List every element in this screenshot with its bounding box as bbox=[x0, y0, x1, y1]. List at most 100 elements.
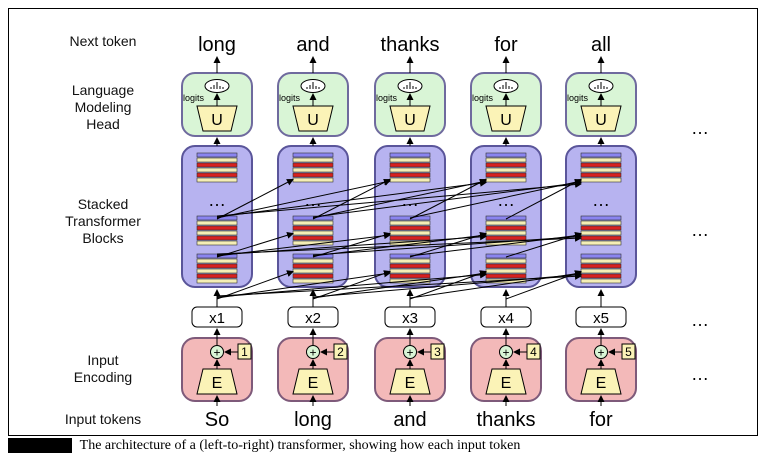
layer-bar-mid-2-4 bbox=[292, 235, 334, 241]
logits-label: logits bbox=[472, 93, 494, 103]
layer-bar-mid-5-5 bbox=[580, 240, 622, 246]
figure-frame bbox=[8, 8, 758, 436]
layer-bar-mid-5-0 bbox=[580, 215, 622, 221]
attention-arrow-l2-2-to-3 bbox=[312, 231, 391, 258]
layer-bar-bottom-3-1 bbox=[389, 258, 431, 264]
layer-bar-mid-4-2 bbox=[485, 225, 527, 231]
layer-bar-mid-2-5 bbox=[292, 240, 334, 246]
attention-arrow-l3-2-to-3 bbox=[312, 179, 391, 220]
input-token-4: thanks bbox=[477, 409, 536, 431]
layer-bar-top-3-0 bbox=[389, 152, 431, 158]
layer-bar-top-1-4 bbox=[196, 172, 238, 178]
attention-arrow-l1-2-to-3 bbox=[312, 270, 391, 300]
unembedding-trapezoid-3 bbox=[389, 105, 431, 132]
layer-bar-bottom-1-4 bbox=[196, 273, 238, 279]
layer-bar-bottom-4-4 bbox=[485, 273, 527, 279]
attention-arrow-l2-3-to-4 bbox=[409, 231, 487, 258]
unembedding-label: U bbox=[307, 112, 319, 129]
attention-arrow-l3-3-to-5 bbox=[409, 178, 582, 219]
layer-bar-top-2-1 bbox=[292, 157, 334, 163]
layer-bar-mid-5-4 bbox=[580, 235, 622, 241]
embedding-label: E bbox=[501, 375, 512, 392]
layer-bar-top-5-0 bbox=[580, 152, 622, 158]
position-label-2: 2 bbox=[337, 345, 344, 359]
layer-bar-bottom-1-5 bbox=[196, 278, 238, 284]
block-ellipsis: … bbox=[592, 190, 610, 210]
embedding-trapezoid-3 bbox=[389, 368, 431, 395]
layer-bar-top-2-0 bbox=[292, 152, 334, 158]
attention-arrow-l1-3-to-5 bbox=[409, 270, 582, 299]
continuation-ellipsis-3: … bbox=[691, 310, 709, 330]
embedding-label-x2: x2 bbox=[305, 310, 321, 327]
caption-figure-number: Figure 9.1 bbox=[8, 438, 73, 453]
layer-bar-top-4-0 bbox=[485, 152, 527, 158]
unembedding-trapezoid-4 bbox=[485, 105, 527, 132]
embedding-trapezoid-2 bbox=[292, 368, 334, 395]
unembedding-trapezoid-5 bbox=[580, 105, 622, 132]
layer-bar-top-3-1 bbox=[389, 157, 431, 163]
plus-symbol: + bbox=[213, 346, 220, 360]
layer-bar-bottom-5-4 bbox=[580, 273, 622, 279]
next-token-5: all bbox=[591, 34, 611, 56]
unembedding-label: U bbox=[404, 112, 416, 129]
logits-label: logits bbox=[183, 93, 205, 103]
embedding-label: E bbox=[405, 375, 416, 392]
plus-symbol: + bbox=[597, 346, 604, 360]
layer-bar-top-4-5 bbox=[485, 177, 527, 183]
layer-bar-top-3-3 bbox=[389, 167, 431, 173]
next-token-2: and bbox=[296, 34, 329, 56]
attention-arrow-l3-3-to-4 bbox=[409, 179, 487, 220]
layer-bar-mid-3-3 bbox=[389, 230, 431, 236]
layer-bar-bottom-1-3 bbox=[196, 268, 238, 274]
row-label-lm-head: Language Modeling Head bbox=[71, 82, 135, 132]
attention-arrow-l1-3-to-4 bbox=[409, 270, 487, 300]
unembedding-trapezoid-1 bbox=[196, 105, 238, 132]
layer-bar-bottom-2-2 bbox=[292, 263, 334, 269]
block-ellipsis: … bbox=[497, 190, 515, 210]
layer-bar-mid-4-1 bbox=[485, 220, 527, 226]
layer-bar-top-1-0 bbox=[196, 152, 238, 158]
layer-bar-mid-1-1 bbox=[196, 220, 238, 226]
layer-bar-bottom-4-0 bbox=[485, 253, 527, 259]
plus-symbol: + bbox=[309, 346, 316, 360]
layer-bar-bottom-5-3 bbox=[580, 268, 622, 274]
input-token-5: for bbox=[589, 409, 613, 431]
continuation-ellipsis-2: … bbox=[691, 220, 709, 240]
layer-bar-mid-3-1 bbox=[389, 220, 431, 226]
logits-label: logits bbox=[279, 93, 301, 103]
layer-bar-mid-2-2 bbox=[292, 225, 334, 231]
row-label-input-tokens: Input tokens bbox=[64, 411, 142, 427]
plus-symbol: + bbox=[406, 346, 413, 360]
layer-bar-bottom-3-2 bbox=[389, 263, 431, 269]
continuation-ellipsis-1: … bbox=[691, 118, 709, 138]
embedding-label-x5: x5 bbox=[593, 310, 609, 327]
layer-bar-bottom-4-2 bbox=[485, 263, 527, 269]
layer-bar-bottom-1-2 bbox=[196, 263, 238, 269]
layer-bar-mid-2-3 bbox=[292, 230, 334, 236]
row-label-next-token: Next token bbox=[69, 33, 137, 49]
layer-bar-mid-5-1 bbox=[580, 220, 622, 226]
attention-arrow-l1-2-to-4 bbox=[312, 270, 487, 299]
embedding-trapezoid-1 bbox=[196, 368, 238, 395]
layer-bar-top-3-5 bbox=[389, 177, 431, 183]
continuation-ellipsis-4: … bbox=[691, 364, 709, 384]
plus-icon-1 bbox=[210, 345, 224, 359]
layer-bar-top-5-2 bbox=[580, 162, 622, 168]
layer-bar-mid-1-2 bbox=[196, 225, 238, 231]
input-token-2: long bbox=[294, 409, 332, 431]
layer-bar-top-5-5 bbox=[580, 177, 622, 183]
layer-bar-bottom-2-1 bbox=[292, 258, 334, 264]
attention-arrow-l1-1-to-3 bbox=[216, 270, 391, 299]
figure-caption: Figure 9.1 The architecture of a (left-t… bbox=[8, 438, 520, 454]
attention-arrow-l2-3-to-5 bbox=[409, 232, 582, 257]
layer-bar-top-4-2 bbox=[485, 162, 527, 168]
layer-bar-mid-2-1 bbox=[292, 220, 334, 226]
layer-bar-top-4-1 bbox=[485, 157, 527, 163]
embedding-label: E bbox=[308, 375, 319, 392]
layer-bar-top-2-2 bbox=[292, 162, 334, 168]
unembedding-trapezoid-2 bbox=[292, 105, 334, 132]
layer-bar-bottom-4-3 bbox=[485, 268, 527, 274]
layer-bar-bottom-2-3 bbox=[292, 268, 334, 274]
layer-bar-mid-1-4 bbox=[196, 235, 238, 241]
logits-label: logits bbox=[376, 93, 398, 103]
